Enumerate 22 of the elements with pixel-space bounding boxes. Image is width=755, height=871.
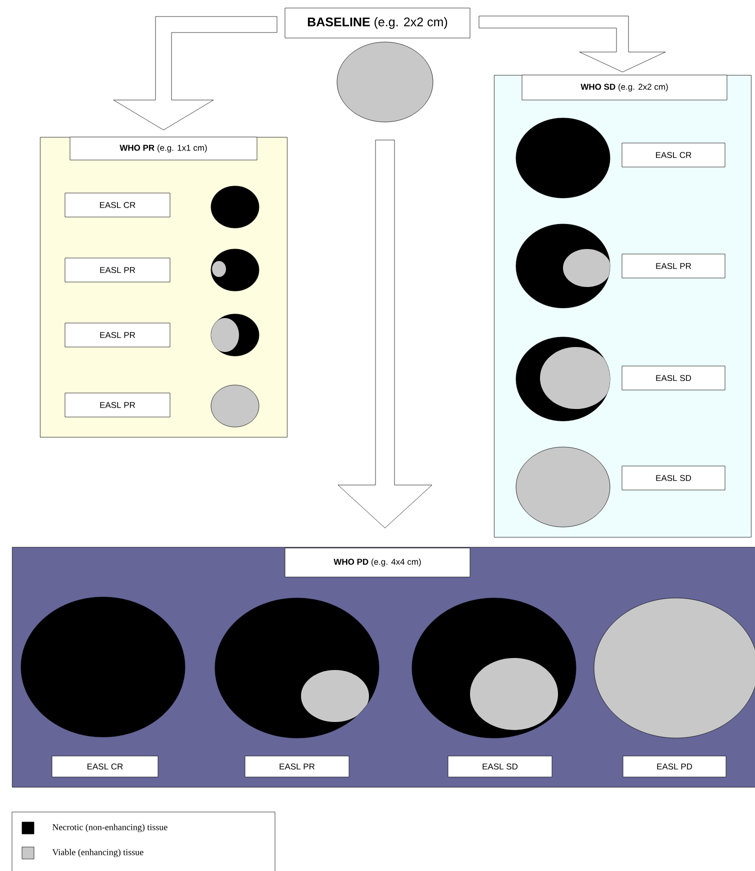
panel-heading: WHO PR (e.g. 1x1 cm) <box>70 136 258 160</box>
baseline-box: BASELINE (e.g. 2x2 cm) <box>284 8 470 38</box>
label-box: EASL CR <box>622 142 726 168</box>
label-box: EASL PR <box>244 756 350 778</box>
legend-text: Necrotic (non-enhancing) tissue <box>52 824 168 832</box>
label-box: EASL SD <box>448 756 552 778</box>
block-arrow <box>113 16 278 130</box>
panel-heading: WHO PD (e.g. 4x4 cm) <box>284 548 470 578</box>
label-box: EASL PR <box>64 322 170 348</box>
block-arrow <box>478 16 666 72</box>
panel-heading: WHO SD (e.g. 2x2 cm) <box>522 74 728 100</box>
label-box: EASL PR <box>64 392 170 418</box>
label-box: EASL CR <box>64 192 170 218</box>
label-box: EASL CR <box>52 756 158 778</box>
label-box: EASL PR <box>64 258 170 282</box>
label-box: EASL SD <box>622 466 726 490</box>
label-box: EASL PR <box>622 254 726 278</box>
legend-text: Viable (enhancing) tissue <box>52 848 144 858</box>
label-box: EASL PD <box>622 756 726 778</box>
lesion-drawing <box>336 42 434 122</box>
label-box: EASL SD <box>622 366 726 390</box>
block-arrow <box>338 140 432 528</box>
